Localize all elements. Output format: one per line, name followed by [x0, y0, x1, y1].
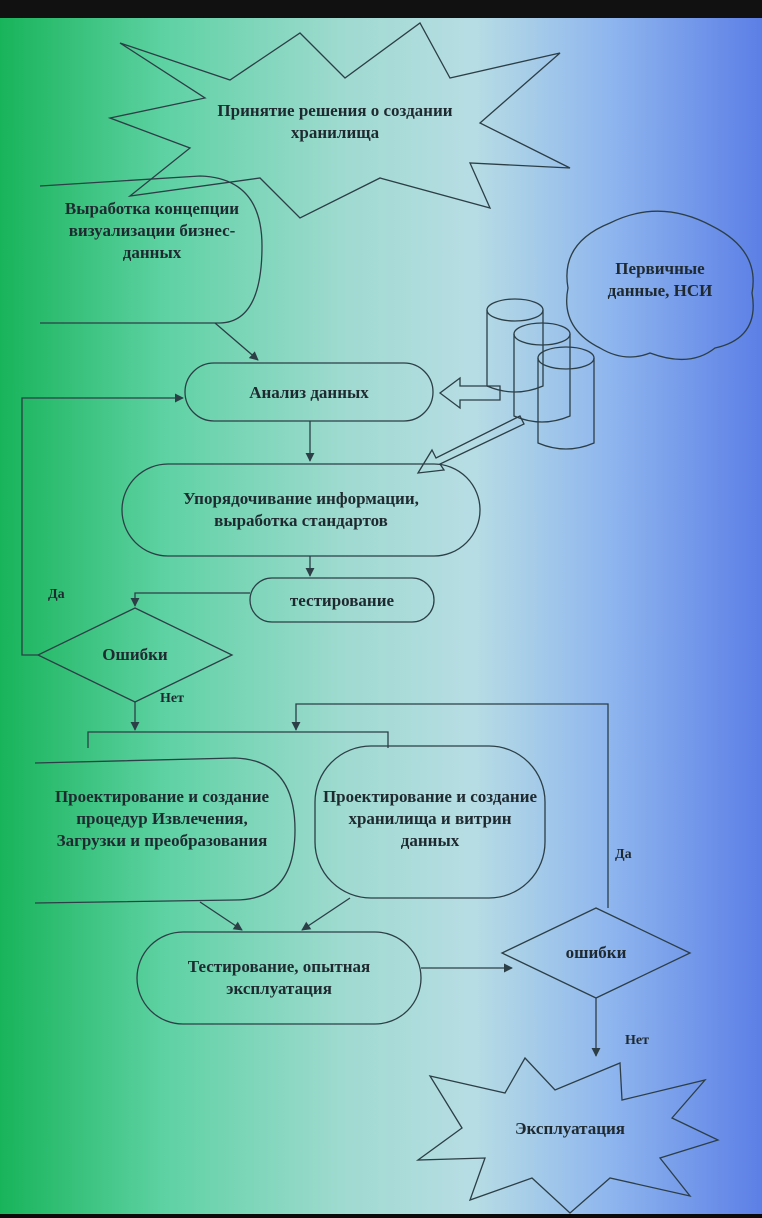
start-label: Принятие решения о создании хранилища [217, 101, 453, 142]
trial-label: Тестирование, опытная эксплуатация [187, 957, 371, 998]
testing-shape [249, 577, 435, 623]
errors1-yes-label: Да [48, 587, 65, 602]
errors2-yes-label: Да [615, 847, 632, 862]
screen-top-border [0, 0, 762, 18]
concept-shape [39, 175, 263, 324]
flowchart-slide: Принятие решения о создании хранилища Вы… [0, 18, 762, 1214]
testing-label: тестирование [289, 591, 395, 610]
trial-shape [136, 931, 422, 1025]
analysis-label: Анализ данных [249, 383, 369, 402]
errors2-no-label: Нет [625, 1033, 649, 1048]
design-dw-shape [314, 745, 546, 899]
ordering-label: Упорядочивание информации, выработка ста… [183, 489, 419, 530]
design-dw-label: Проектирование и создание хранилища и ви… [322, 787, 538, 850]
db-to-ordering-arrow [416, 415, 525, 474]
errors1-label: Ошибки [102, 645, 168, 664]
design-etl-shape [34, 757, 296, 904]
errors1-no-label: Нет [160, 691, 184, 706]
flowchart-canvas [21, 22, 754, 1214]
errors2-label: ошибки [565, 943, 627, 962]
concept-label: Выработка концепции визуализации бизнес-… [64, 199, 240, 262]
design-etl-label: Проектирование и создание процедур Извле… [54, 787, 270, 850]
sources-label: Первичные данные, НСИ [607, 259, 713, 300]
db-to-analysis-arrow [438, 376, 501, 410]
operation-label: Эксплуатация [515, 1119, 625, 1138]
ordering-shape [121, 463, 481, 557]
start-starburst-shape [107, 22, 571, 219]
database-icon [486, 298, 595, 450]
sources-cloud-shape [566, 210, 754, 361]
analysis-shape [184, 362, 434, 422]
operation-starburst-shape [415, 1056, 720, 1214]
